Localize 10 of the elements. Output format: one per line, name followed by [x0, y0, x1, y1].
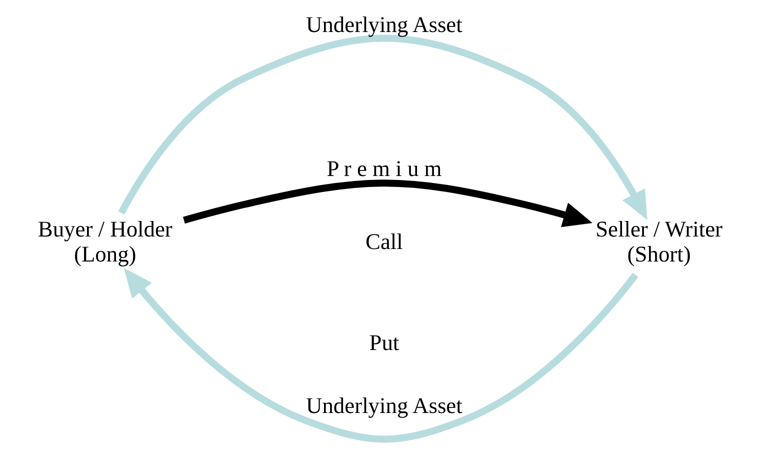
- node-text: Buyer / Holder (Long): [37, 216, 172, 267]
- label: Put: [368, 330, 399, 356]
- edge-label: Underlying Asset: [306, 393, 462, 418]
- arrow: [182, 180, 592, 228]
- edge-label: P r e m i u m: [326, 156, 442, 182]
- arrow: [123, 268, 638, 443]
- node-text: Seller / Writer (Short): [595, 216, 722, 267]
- arrow: [118, 34, 647, 220]
- label: Call: [365, 229, 402, 254]
- edge-label: Underlying Asset: [306, 12, 462, 37]
